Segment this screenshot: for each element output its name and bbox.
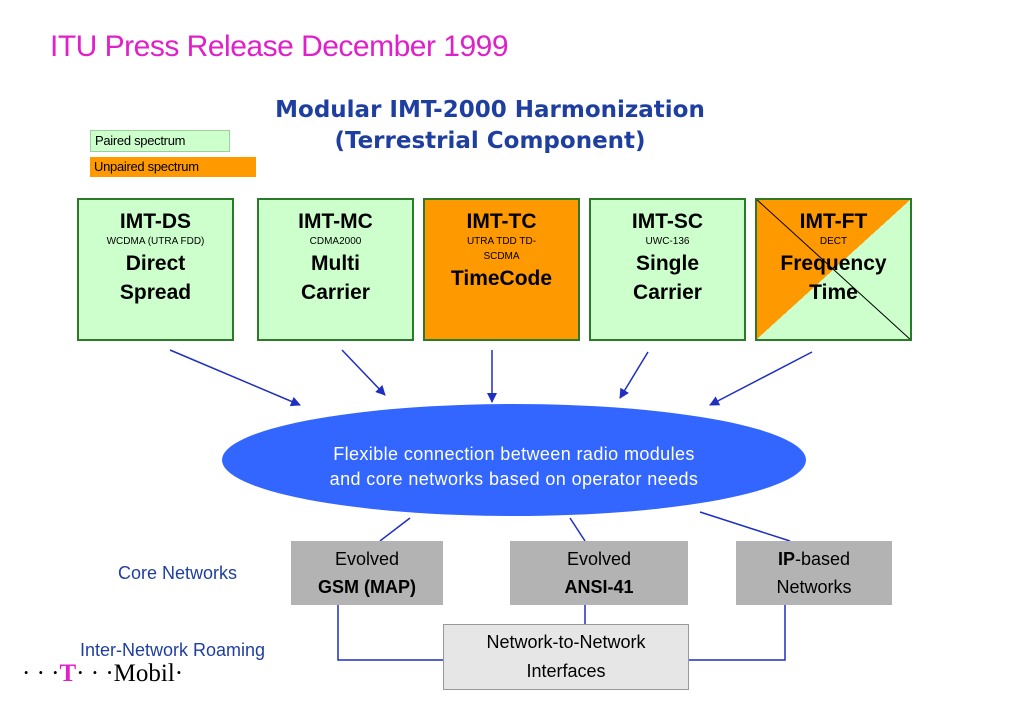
module-description: Multi Carrier	[301, 252, 370, 304]
core-network-line1: IP-based	[736, 545, 892, 573]
module-imt-ft: IMT-FT DECT Frequency Time	[755, 198, 912, 341]
module-name: IMT-FT	[799, 210, 868, 233]
link-hub-gsm	[379, 517, 411, 542]
module-standard: UWC-136	[645, 236, 690, 247]
logo-dots-left: · · ·	[22, 660, 60, 687]
arrow-mc	[341, 349, 386, 396]
link-hub-ansi	[569, 517, 586, 542]
core-network-line1-rest: -based	[794, 549, 851, 569]
diagram-title-line2: (Terrestrial Component)	[334, 128, 646, 154]
module-name: IMT-MC	[298, 210, 373, 233]
core-network-line1: Evolved	[566, 549, 632, 569]
logo-dots-mid: · · ·	[76, 660, 114, 687]
nn-line1: Network-to-Network	[486, 632, 646, 652]
split-diagonal-line	[757, 200, 910, 339]
arrow-ft	[709, 351, 813, 406]
link-hub-ip	[699, 511, 791, 542]
core-network-line1: Evolved	[334, 549, 400, 569]
module-description: Direct Spread	[119, 252, 192, 304]
slide-title: ITU Press Release December 1999	[50, 30, 509, 63]
core-network-line1-bold: IP	[777, 549, 795, 569]
hub-ellipse	[222, 404, 806, 516]
t-mobil-logo: · · ·T· · ·Mobil·	[22, 660, 183, 688]
link-ip-nn	[689, 605, 786, 661]
module-imt-sc: IMT-SC UWC-136 Single Carrier	[589, 198, 746, 341]
module-standard: DECT	[819, 236, 848, 247]
logo-t: T	[59, 660, 77, 687]
module-imt-ds: IMT-DS WCDMA (UTRA FDD) Direct Spread	[77, 198, 234, 341]
hub-text: Flexible connection between radio module…	[222, 442, 806, 492]
module-standard: UTRA TDD TD-SCDMA	[466, 236, 537, 262]
module-name: IMT-TC	[466, 210, 537, 233]
core-network-gsm-map: Evolved GSM (MAP)	[291, 541, 443, 605]
core-networks-label: Core Networks	[118, 563, 238, 583]
core-network-line2: ANSI-41	[564, 577, 634, 597]
inter-network-roaming-label: Inter-Network Roaming	[80, 640, 266, 660]
diagram-title-line1: Modular IMT-2000 Harmonization	[275, 97, 705, 123]
core-network-ansi-41: Evolved ANSI-41	[510, 541, 688, 605]
legend-unpaired-spectrum: Unpaired spectrum	[90, 157, 256, 177]
module-description: Single Carrier	[633, 252, 702, 304]
core-network-line2: Networks	[776, 577, 852, 597]
logo-text: Mobil	[113, 660, 175, 687]
nn-line2: Interfaces	[526, 661, 606, 681]
arrow-ds	[169, 349, 301, 407]
module-standard: WCDMA (UTRA FDD)	[106, 236, 205, 247]
logo-dot-end: ·	[174, 660, 184, 687]
module-imt-tc: IMT-TC UTRA TDD TD-SCDMA TimeCode	[423, 198, 580, 341]
arrow-sc	[619, 351, 649, 399]
module-standard: CDMA2000	[309, 236, 362, 247]
diagram-title: Modular IMT-2000 Harmonization (Terrestr…	[230, 95, 750, 157]
link-gsm-nn	[337, 605, 443, 661]
hub-text-line2: and core networks based on operator need…	[329, 469, 699, 489]
network-to-network-interfaces: Network-to-Network Interfaces	[443, 624, 689, 690]
core-network-ip-based: IP-based Networks	[736, 541, 892, 605]
hub-text-line1: Flexible connection between radio module…	[333, 444, 695, 464]
module-description: Frequency Time	[780, 252, 887, 304]
module-description: TimeCode	[450, 267, 553, 290]
module-imt-mc: IMT-MC CDMA2000 Multi Carrier	[257, 198, 414, 341]
legend-paired-spectrum: Paired spectrum	[90, 130, 230, 152]
module-name: IMT-SC	[631, 210, 704, 233]
module-name: IMT-DS	[119, 210, 192, 233]
core-network-line2: GSM (MAP)	[318, 577, 416, 597]
